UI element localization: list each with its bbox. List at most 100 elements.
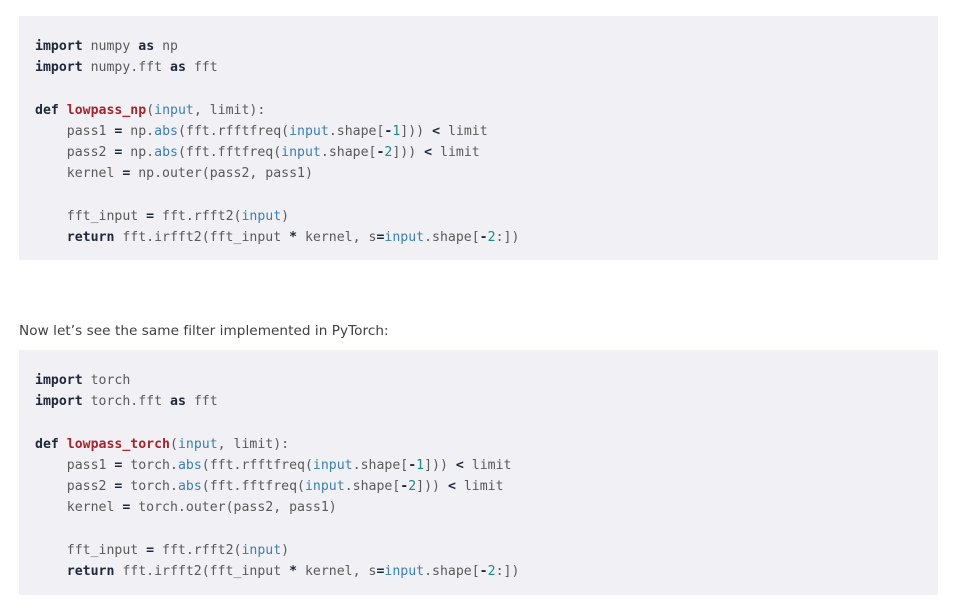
code-token: ])) bbox=[392, 145, 425, 161]
code-token: ])) bbox=[416, 479, 448, 495]
code-token: (fft.rfftfreq( bbox=[177, 123, 290, 139]
code-token bbox=[186, 394, 194, 409]
code-token: abs bbox=[177, 479, 202, 495]
code-line: import numpy as np bbox=[35, 36, 922, 57]
code-token: ])) bbox=[400, 123, 433, 139]
code-line: pass2 = torch.abs(fft.fftfreq(input.shap… bbox=[35, 476, 922, 497]
code-token: - bbox=[479, 229, 488, 245]
code-token: kernel, s bbox=[297, 229, 377, 245]
code-line bbox=[35, 184, 922, 205]
code-token bbox=[59, 103, 67, 118]
code-token: .shape[ bbox=[320, 145, 377, 161]
code-token: fft.irfft2(fft_input bbox=[114, 229, 290, 245]
code-token: numpy bbox=[90, 39, 131, 54]
code-line: import torch bbox=[35, 370, 922, 391]
code-token: - bbox=[384, 123, 393, 139]
code-line: fft_input = fft.rfft2(input) bbox=[35, 540, 922, 561]
code-token bbox=[35, 564, 67, 579]
code-token: np bbox=[162, 39, 178, 54]
code-token: , limit): bbox=[193, 102, 266, 118]
code-token bbox=[162, 394, 170, 409]
code-token: .shape[ bbox=[344, 479, 401, 495]
code-token: :]) bbox=[495, 563, 520, 579]
code-token: abs bbox=[154, 123, 178, 139]
code-token: 2 bbox=[384, 145, 393, 161]
code-token: fft bbox=[193, 60, 218, 76]
code-token: torch.outer(pass2, pass1) bbox=[130, 500, 337, 516]
code-token: pass1 bbox=[35, 457, 115, 473]
code-token: ) bbox=[281, 208, 290, 224]
code-token bbox=[83, 39, 91, 54]
code-token: - bbox=[479, 563, 488, 579]
code-token: fft bbox=[193, 394, 218, 410]
code-line: pass1 = torch.abs(fft.rfftfreq(input.sha… bbox=[35, 455, 922, 476]
code-token: limit bbox=[463, 457, 512, 473]
code-token: pass2 bbox=[35, 145, 115, 161]
code-token: = bbox=[146, 542, 155, 558]
code-token: - bbox=[400, 479, 409, 495]
code-block-numpy[interactable]: import numpy as np import numpy.fft as f… bbox=[19, 16, 938, 260]
code-token: = bbox=[114, 479, 123, 495]
code-token: limit bbox=[455, 479, 504, 495]
code-line: import torch.fft as fft bbox=[35, 391, 922, 412]
code-token: .shape[ bbox=[352, 457, 409, 473]
code-token: import bbox=[35, 60, 83, 76]
code-token: np.outer(pass2, pass1) bbox=[130, 166, 313, 182]
code-token: = bbox=[122, 166, 131, 182]
code-line: def lowpass_torch(input, limit): bbox=[35, 434, 922, 455]
code-token: * bbox=[289, 563, 298, 579]
code-token: 2 bbox=[487, 563, 496, 579]
code-token: import bbox=[35, 373, 83, 388]
code-token bbox=[162, 60, 170, 75]
code-line bbox=[35, 518, 922, 539]
code-token: pass2 bbox=[35, 479, 115, 495]
code-token: < bbox=[432, 123, 441, 139]
code-token: = bbox=[376, 229, 385, 245]
code-token: ])) bbox=[424, 457, 456, 473]
code-line bbox=[35, 78, 922, 99]
code-token: as bbox=[138, 39, 155, 54]
code-line: pass1 = np.abs(fft.rfftfreq(input.shape[… bbox=[35, 121, 922, 142]
code-token: limit bbox=[432, 145, 480, 161]
code-token: np. bbox=[122, 123, 155, 139]
code-token: input bbox=[177, 436, 218, 452]
code-line: pass2 = np.abs(fft.fftfreq(input.shape[-… bbox=[35, 142, 922, 163]
code-token: = bbox=[122, 500, 131, 516]
code-token: = bbox=[114, 145, 123, 161]
code-token: input bbox=[281, 145, 321, 161]
code-token: input bbox=[241, 208, 282, 224]
code-token: 2 bbox=[408, 479, 417, 495]
code-token bbox=[35, 230, 67, 245]
code-token bbox=[186, 60, 194, 75]
code-token: torch. bbox=[122, 457, 178, 473]
code-token: torch bbox=[90, 373, 131, 388]
code-token: 2 bbox=[487, 229, 496, 245]
code-token bbox=[59, 437, 67, 452]
code-token: as bbox=[170, 394, 186, 410]
code-token: kernel, s bbox=[297, 563, 377, 579]
code-token bbox=[154, 39, 162, 54]
code-token: lowpass_np bbox=[66, 102, 147, 118]
code-token: kernel bbox=[35, 166, 123, 182]
code-token: abs bbox=[154, 145, 178, 161]
code-token: input bbox=[384, 229, 425, 245]
code-token: torch. bbox=[122, 479, 178, 495]
code-content-pytorch[interactable]: import torch import torch.fft as fft def… bbox=[19, 370, 938, 582]
code-block-pytorch[interactable]: import torch import torch.fft as fft def… bbox=[19, 350, 938, 595]
code-token: fft_input bbox=[35, 208, 147, 224]
code-token: - bbox=[376, 145, 385, 161]
code-token: fft.rfft2( bbox=[154, 542, 242, 558]
code-token: kernel bbox=[35, 500, 123, 516]
code-token: ( bbox=[146, 102, 155, 118]
code-token: - bbox=[408, 457, 417, 473]
code-token: < bbox=[455, 457, 464, 473]
code-token: 1 bbox=[392, 123, 401, 139]
code-token: return bbox=[66, 563, 115, 579]
code-token: = bbox=[114, 123, 123, 139]
code-token bbox=[83, 60, 91, 75]
code-token: .shape[ bbox=[424, 563, 480, 579]
code-content-numpy[interactable]: import numpy as np import numpy.fft as f… bbox=[19, 36, 938, 248]
code-token: :]) bbox=[495, 229, 520, 245]
code-line: import numpy.fft as fft bbox=[35, 57, 922, 78]
code-token: = bbox=[146, 208, 155, 224]
